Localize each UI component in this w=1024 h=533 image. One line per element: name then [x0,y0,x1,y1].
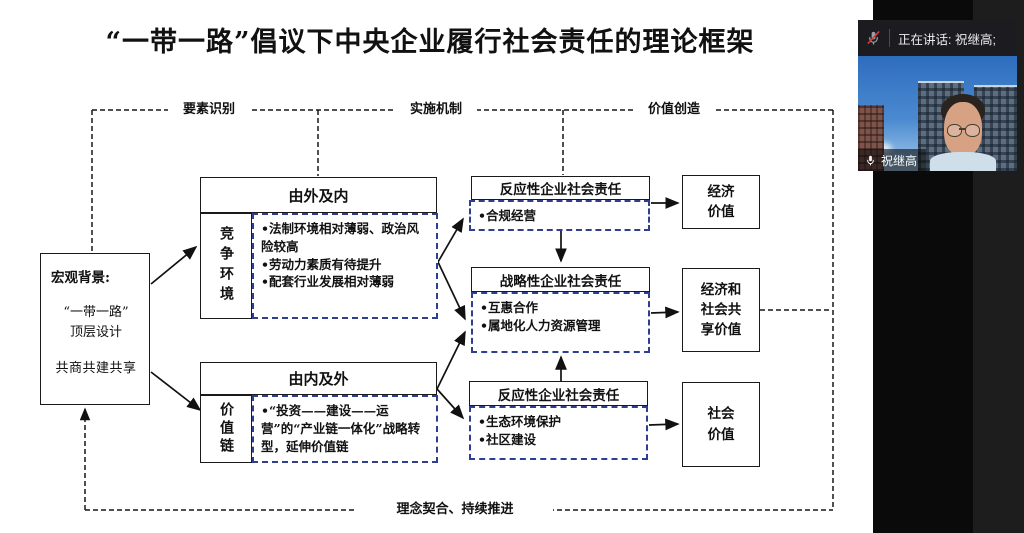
csr-reactive-bottom-header: 反应性企业社会责任 [469,381,648,406]
competitive-environment-details: •法制环境相对薄弱、政治风险较高 •劳动力素质有待提升 •配套行业发展相对薄弱 [252,213,438,319]
shared-slide: “一带一路”倡议下中央企业履行社会责任的理论框架 [0,0,873,533]
video-feed[interactable]: 祝继高 [858,56,1017,171]
speaker-shirt [930,152,996,171]
speaker-video-thumbnail[interactable]: 正在讲话: 祝继高; 祝继高 [858,20,1017,171]
stage-label-concept-fit: 理念契合、持续推进 [357,502,553,518]
glasses-bridge [959,128,966,130]
inside-out-header: 由内及外 [200,362,437,395]
stage-label-element-identification: 要素识别 [168,102,250,118]
economic-value-box: 经济 价值 [682,175,760,229]
competitive-environment-label: 竞争环境 [200,213,252,319]
bullet: •社区建设 [478,431,536,447]
bullet: •属地化人力资源管理 [480,317,601,333]
speaking-banner-text: 正在讲话: 祝继高; [898,32,996,47]
macro-line3: 共商共建共享 [55,361,137,377]
bullet: •“投资——建设——运营”的“产业链一体化”战略转型，延伸价值链 [261,403,421,454]
bullet: •劳动力素质有待提升 [261,256,382,272]
macro-line2: 顶层设计 [69,325,122,341]
macro-heading: 宏观背景: [51,270,110,286]
slide-title: “一带一路”倡议下中央企业履行社会责任的理论框架 [105,27,755,58]
macro-line1: “一带一路” [63,304,129,320]
microphone-icon [867,155,874,165]
value-chain-label: 价值链 [200,395,252,463]
bullet: •生态环境保护 [478,414,561,429]
social-value-box: 社会 价值 [682,382,760,467]
csr-reactive-top-details: •合规经营 [469,200,650,231]
shared-value-box: 经济和 社会共 享价值 [682,268,760,352]
speaking-banner: 正在讲话: 祝继高; [858,20,1017,56]
stage-label-value-creation: 价值创造 [633,102,715,118]
value-chain-details: •“投资——建设——运营”的“产业链一体化”战略转型，延伸价值链 [252,395,438,463]
macro-background-box: 宏观背景: “一带一路” 顶层设计 共商共建共享 [40,253,150,405]
stage-label-implementation-mechanism: 实施机制 [395,102,477,118]
csr-reactive-top-header: 反应性企业社会责任 [471,176,650,200]
glasses-left-lens [947,124,962,137]
bullet: •互惠合作 [480,300,538,315]
outside-in-header: 由外及内 [200,177,437,213]
participant-name: 祝继高 [881,153,918,168]
bullet: •法制环境相对薄弱、政治风险较高 [261,221,419,254]
bullet: •配套行业发展相对薄弱 [261,274,394,290]
csr-strategic-details: •互惠合作 •属地化人力资源管理 [471,292,650,353]
participant-name-tag: 祝继高 [858,149,927,171]
microphone-muted-icon [867,30,880,45]
glasses-right-lens [965,124,980,137]
csr-reactive-bottom-details: •生态环境保护 •社区建设 [469,406,648,460]
bullet: •合规经营 [478,208,536,223]
csr-strategic-header: 战略性企业社会责任 [471,267,650,292]
banner-divider [889,29,890,47]
